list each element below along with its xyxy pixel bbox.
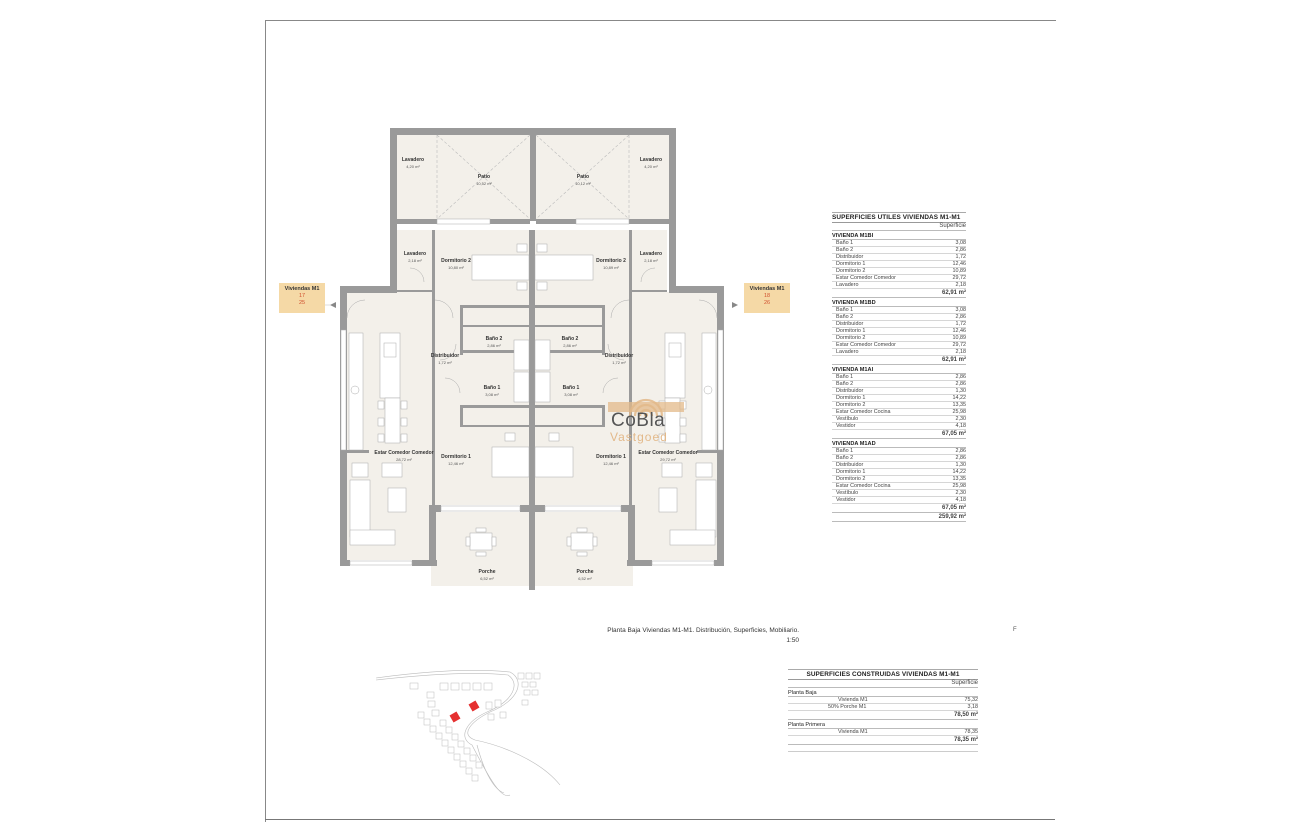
group-header: VIVIENDA M1BI — [832, 231, 966, 240]
group-header: Planta Primera — [788, 720, 978, 729]
superficies-utiles-table: SUPERFICIES UTILES VIVIENDAS M1-M1 Super… — [832, 212, 966, 522]
group-total: 78,50 m² — [788, 711, 978, 720]
caption-scale: 1:50 — [786, 637, 799, 644]
unit-tag-right: Viviendas M1 18 26 — [744, 283, 790, 313]
table-end-rule — [788, 745, 978, 752]
table-title: SUPERFICIES CONSTRUIDAS VIVIENDAS M1-M1 — [788, 669, 978, 680]
group-header: VIVIENDA M1BD — [832, 298, 966, 307]
watermark-brand: CoBla — [611, 410, 666, 431]
group-header: VIVIENDA M1AD — [832, 439, 966, 448]
cobla-watermark-logo: CoBla Vastgoed — [608, 394, 684, 450]
wifi-arc-icon — [608, 398, 684, 417]
table-title: SUPERFICIES UTILES VIVIENDAS M1-M1 — [832, 212, 966, 223]
sheet-bottom-rule — [265, 819, 1055, 820]
group-header: VIVIENDA M1AI — [832, 365, 966, 374]
table-column-header: Superficie — [832, 223, 966, 231]
group-total: 67,05 m² — [832, 430, 966, 439]
stray-letter: F — [1013, 627, 1017, 633]
group-total: 62,91 m² — [832, 289, 966, 298]
group-total: 67,05 m² — [832, 504, 966, 513]
table-column-header: Superficie — [788, 680, 978, 688]
unit-tag-left: Viviendas M1 17 25 — [279, 283, 325, 313]
superficies-construidas-table: SUPERFICIES CONSTRUIDAS VIVIENDAS M1-M1 … — [788, 669, 978, 752]
watermark-sub: Vastgoed — [610, 430, 668, 444]
drawing-caption: Planta Baja Viviendas M1-M1. Distribució… — [567, 626, 799, 646]
sheet-border — [265, 20, 1056, 822]
group-total: 78,35 m² — [788, 736, 978, 745]
caption-title: Planta Baja Viviendas M1-M1. Distribució… — [607, 627, 799, 634]
group-total: 62,91 m² — [832, 356, 966, 365]
group-header: Planta Baja — [788, 688, 978, 697]
grand-total: 259,92 m² — [832, 513, 966, 522]
